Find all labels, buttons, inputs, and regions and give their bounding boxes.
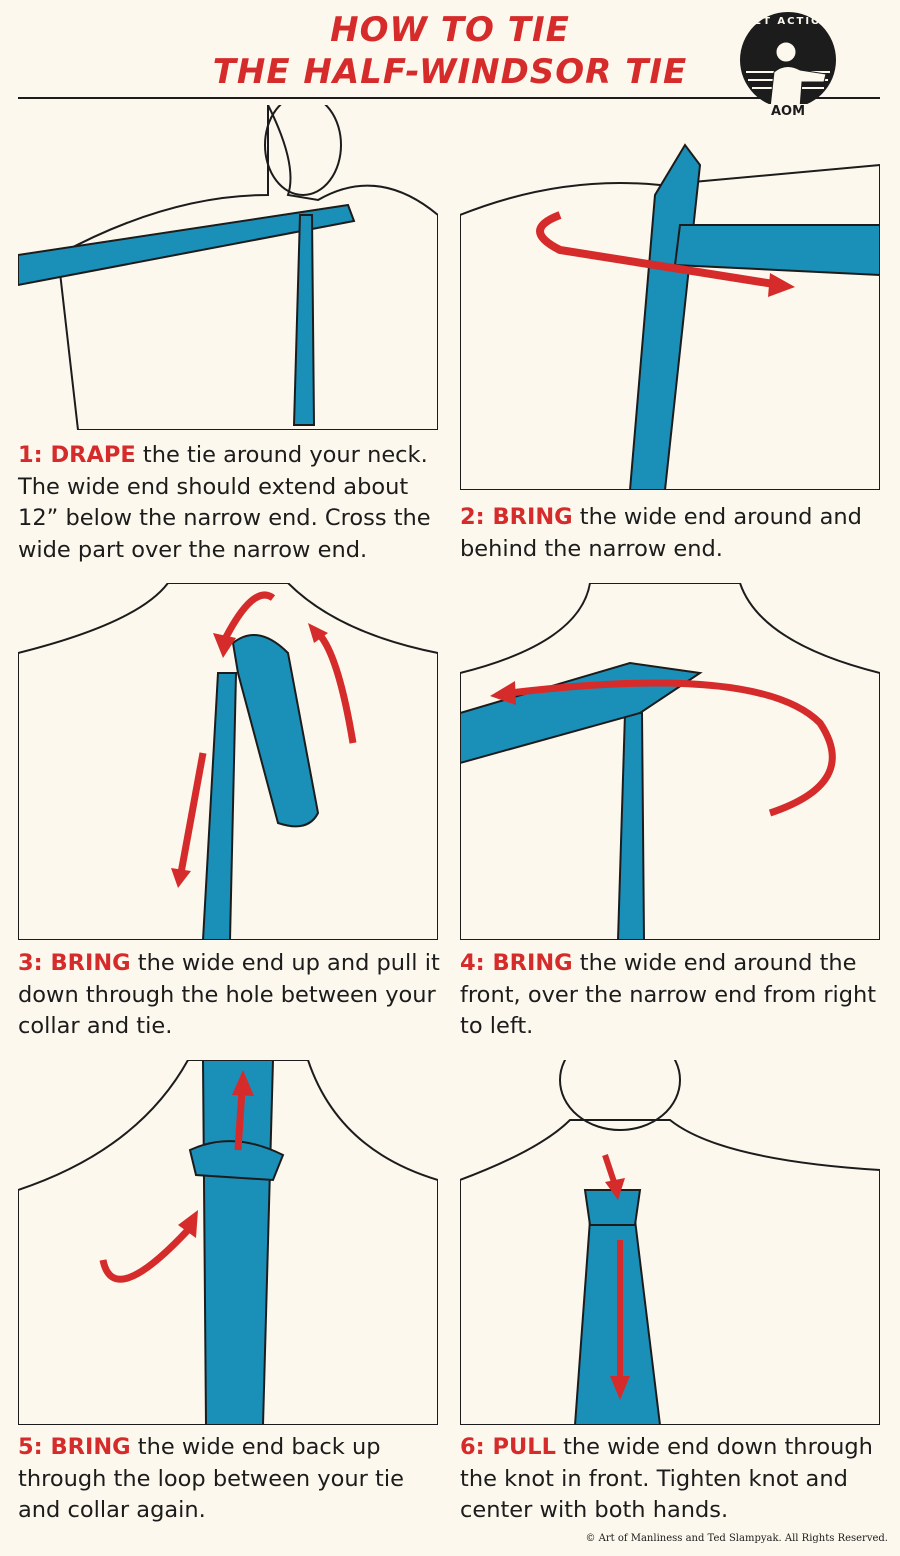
step-2-caption: 2: BRING the wide end around and behind … [460,504,862,562]
step-6-illustration [460,1060,880,1425]
tie-wide-end [18,203,356,287]
step-5-illustration [18,1060,438,1425]
step-3-caption: 3: BRING the wide end up and pull it dow… [18,950,440,1039]
arrow-icon [536,211,781,289]
aom-logo: GET ACTION AOM [740,12,836,119]
tie-narrow-end [292,214,316,426]
title-line-1: HOW TO TIE [330,10,570,50]
logo-figure-icon [746,41,830,108]
title-line-2: THE HALF-WINDSOR TIE [212,52,688,92]
step-3-illustration [18,583,438,940]
logo-badge-text: AOM [764,104,812,119]
step-1-illustration [18,105,438,430]
step-1-caption: 1: DRAPE the tie around your neck. The w… [18,442,431,563]
step-2-illustration [460,105,880,490]
logo-ring-text: GET ACTION [744,16,832,27]
copyright-footer: © Art of Manliness and Ted Slampyak. All… [585,1533,888,1544]
step-4-illustration [460,583,880,940]
step-5-caption: 5: BRING the wide end back up through th… [18,1434,404,1523]
title-divider [18,97,880,99]
step-4-caption: 4: BRING the wide end around the front, … [460,950,877,1039]
step-6-caption: 6: PULL the wide end down through the kn… [460,1434,873,1523]
